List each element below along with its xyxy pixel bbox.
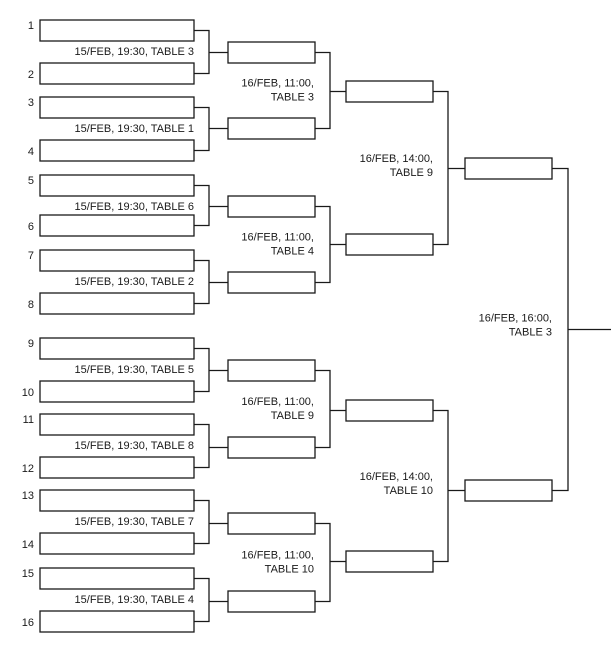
r1-connector xyxy=(194,29,228,75)
qf-slot xyxy=(227,195,316,218)
seed-number: 4 xyxy=(28,146,34,158)
seed-number: 3 xyxy=(28,97,34,109)
r1-match-label: 15/FEB, 19:30, TABLE 1 xyxy=(75,123,194,135)
r1-match-label: 15/FEB, 19:30, TABLE 5 xyxy=(75,364,194,376)
bracket-slots xyxy=(39,19,553,633)
sf-connector xyxy=(433,409,465,563)
r1-slot xyxy=(39,532,195,555)
r1-match-label: 15/FEB, 19:30, TABLE 8 xyxy=(75,440,194,452)
r1-connector xyxy=(194,259,228,305)
r1-slot xyxy=(39,413,195,436)
seed-number: 12 xyxy=(22,463,34,475)
qf-slot xyxy=(227,359,316,382)
r1-slot xyxy=(39,567,195,590)
bracket-connectors xyxy=(194,29,611,623)
qf-slot xyxy=(227,436,316,459)
final-connector xyxy=(552,167,611,492)
seed-number: 10 xyxy=(22,387,34,399)
sf-slot xyxy=(345,550,434,573)
final-match-label: 16/FEB, 16:00,TABLE 3 xyxy=(479,313,552,339)
r1-match-label: 15/FEB, 19:30, TABLE 6 xyxy=(75,201,194,213)
seed-number: 1 xyxy=(28,20,34,32)
r1-slot xyxy=(39,249,195,272)
r1-slot xyxy=(39,96,195,119)
sf-match-label: 16/FEB, 14:00,TABLE 9 xyxy=(360,153,433,179)
r1-slot xyxy=(39,337,195,360)
seed-number: 11 xyxy=(23,414,34,426)
r1-connector xyxy=(194,184,228,227)
r1-connector xyxy=(194,347,228,393)
r1-slot xyxy=(39,214,195,237)
qf-slot xyxy=(227,117,316,140)
r1-slot xyxy=(39,174,195,197)
r1-slot xyxy=(39,456,195,479)
r1-match-label: 15/FEB, 19:30, TABLE 7 xyxy=(75,516,194,528)
qf-match-label: 16/FEB, 11:00,TABLE 3 xyxy=(241,78,314,104)
r1-connector xyxy=(194,577,228,623)
qf-connector xyxy=(315,522,346,603)
r1-connector xyxy=(194,423,228,469)
sf-slot xyxy=(345,80,434,103)
r1-slot xyxy=(39,380,195,403)
r1-match-label: 15/FEB, 19:30, TABLE 2 xyxy=(75,276,194,288)
qf-match-label: 16/FEB, 11:00,TABLE 9 xyxy=(241,396,314,422)
seed-number: 9 xyxy=(28,338,34,350)
qf-slot xyxy=(227,41,316,64)
qf-match-label: 16/FEB, 11:00,TABLE 10 xyxy=(241,550,314,576)
r1-match-label: 15/FEB, 19:30, TABLE 4 xyxy=(75,594,194,606)
seed-number: 14 xyxy=(22,539,34,551)
seed-number: 7 xyxy=(28,250,34,262)
qf-match-label: 16/FEB, 11:00,TABLE 4 xyxy=(241,232,314,258)
seed-number: 5 xyxy=(28,175,34,187)
r1-match-label: 15/FEB, 19:30, TABLE 3 xyxy=(75,46,194,58)
qf-connector xyxy=(315,51,346,130)
r1-slot xyxy=(39,292,195,315)
qf-slot xyxy=(227,271,316,294)
sf-slot xyxy=(345,233,434,256)
r1-slot xyxy=(39,489,195,512)
sf-match-label: 16/FEB, 14:00,TABLE 10 xyxy=(360,471,433,497)
r1-slot xyxy=(39,19,195,42)
seed-number: 2 xyxy=(28,69,34,81)
seed-number: 15 xyxy=(22,568,34,580)
final-slot xyxy=(464,157,553,180)
qf-slot xyxy=(227,512,316,535)
sf-connector xyxy=(433,90,465,246)
final-slot xyxy=(464,479,553,502)
qf-slot xyxy=(227,590,316,613)
seed-number: 16 xyxy=(22,617,34,629)
r1-slot xyxy=(39,610,195,633)
seed-number: 6 xyxy=(28,221,34,233)
seed-number: 8 xyxy=(28,299,34,311)
r1-connector xyxy=(194,499,228,545)
sf-slot xyxy=(345,399,434,422)
seed-number: 13 xyxy=(22,490,34,502)
r1-slot xyxy=(39,62,195,85)
qf-connector xyxy=(315,205,346,284)
qf-connector xyxy=(315,369,346,449)
r1-slot xyxy=(39,139,195,162)
r1-connector xyxy=(194,106,228,152)
